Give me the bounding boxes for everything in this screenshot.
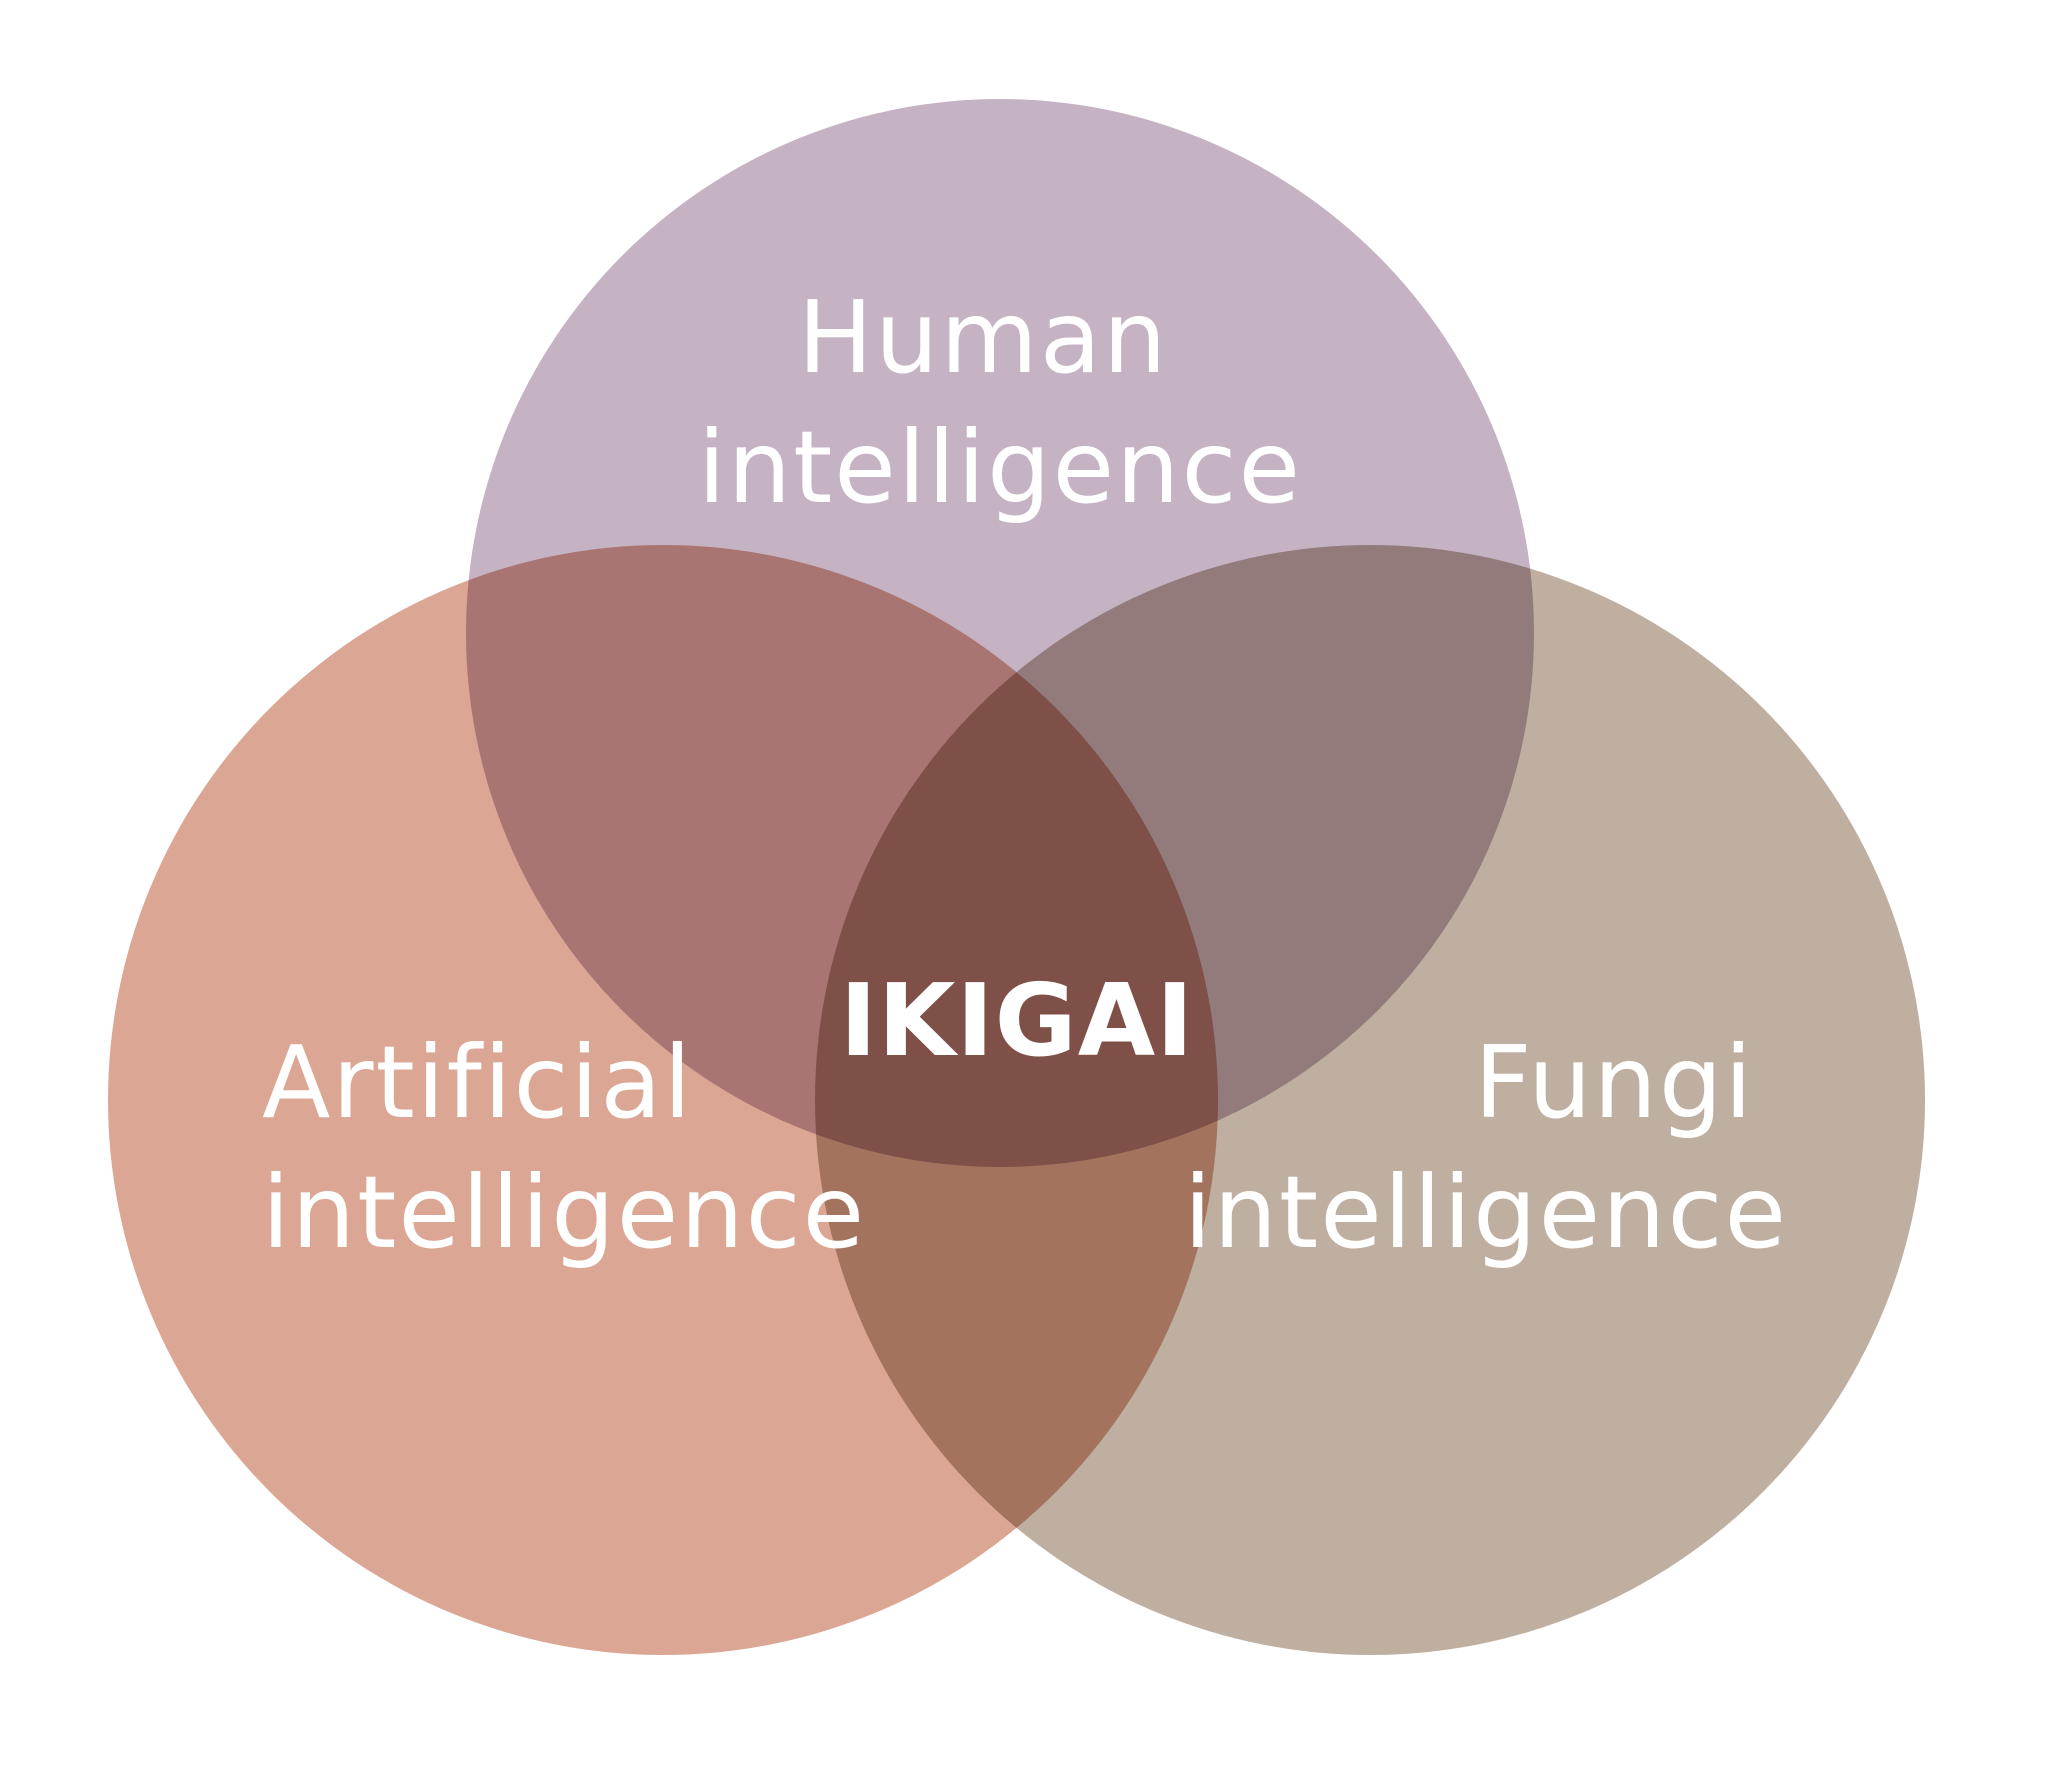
labels-group: Human intelligence Artificial intelligen… bbox=[262, 279, 1788, 1271]
label-artificial-line1: Artificial bbox=[262, 1024, 693, 1141]
label-fungi-line1: Fungi bbox=[1474, 1024, 1754, 1141]
label-fungi: Fungi intelligence bbox=[1184, 1024, 1788, 1271]
label-artificial-line2: intelligence bbox=[262, 1154, 866, 1271]
label-human: Human intelligence bbox=[698, 279, 1302, 526]
label-human-line1: Human bbox=[798, 279, 1169, 396]
label-fungi-line2: intelligence bbox=[1184, 1154, 1788, 1271]
label-artificial: Artificial intelligence bbox=[262, 1024, 866, 1271]
center-label-ikigai: IKIGAI bbox=[840, 962, 1195, 1079]
circle-fungi bbox=[815, 545, 1925, 1655]
circles-group bbox=[108, 99, 1925, 1655]
label-human-line2: intelligence bbox=[698, 409, 1302, 526]
